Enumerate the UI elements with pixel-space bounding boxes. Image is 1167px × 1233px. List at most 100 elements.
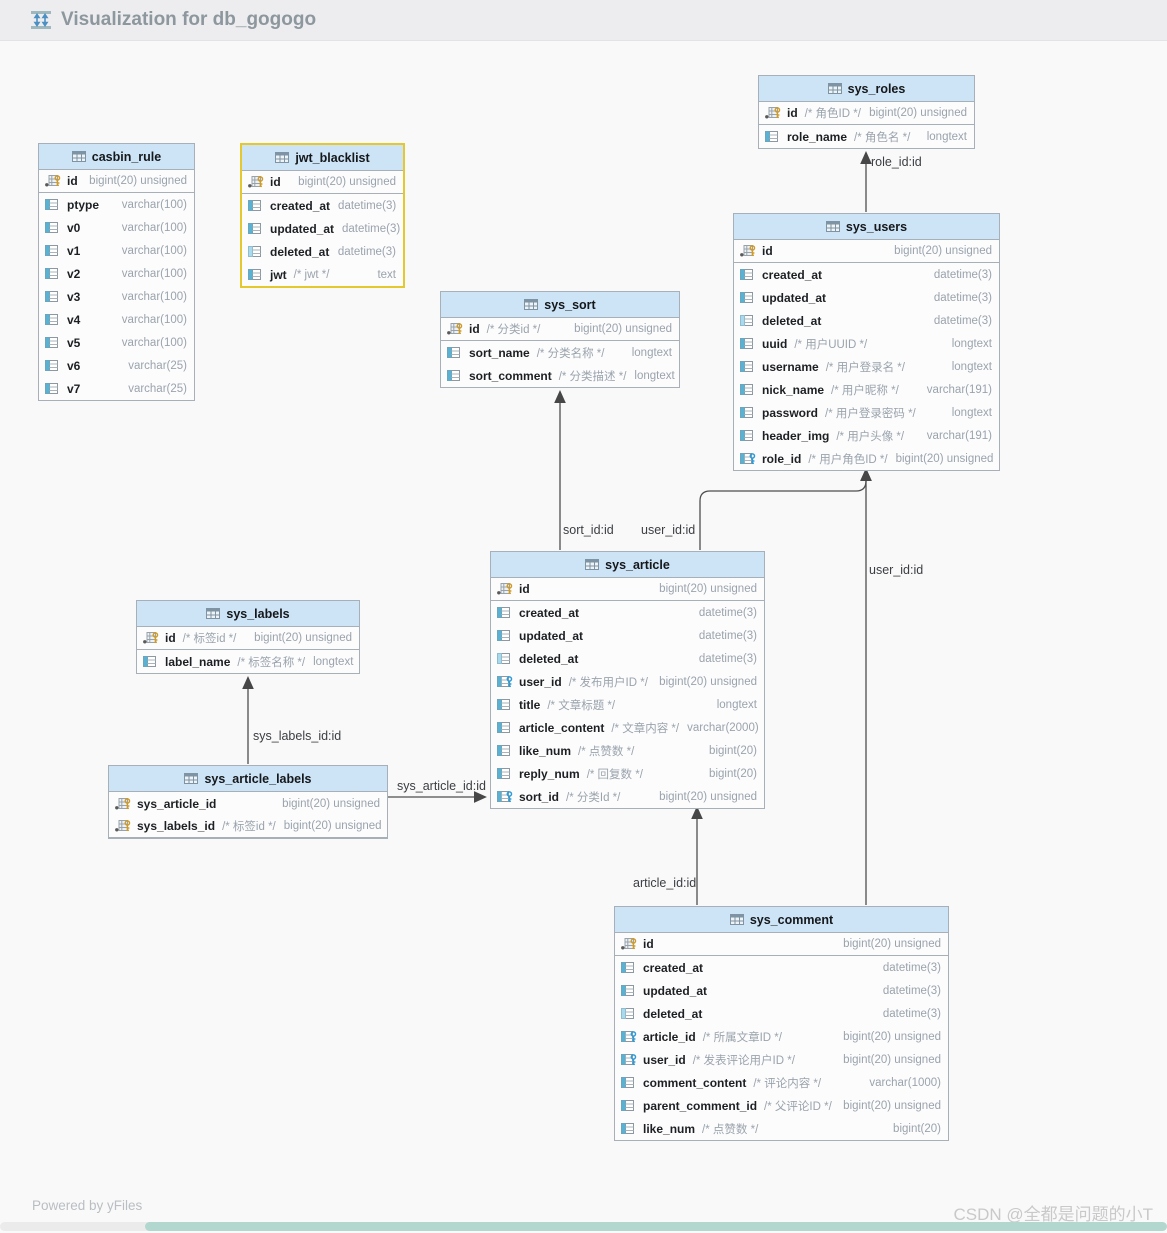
field-name: header_img — [762, 428, 830, 443]
field-comment: /* 文章内容 */ — [611, 722, 680, 735]
table-header[interactable]: sys_roles — [759, 76, 974, 102]
field-row-user_id[interactable]: user_id/* 发表评论用户ID */bigint(20) unsigned — [615, 1048, 948, 1071]
field-row-nick_name[interactable]: nick_name/* 用户昵称 */varchar(191) — [734, 378, 999, 401]
field-row-like_num[interactable]: like_num/* 点赞数 */bigint(20) — [491, 739, 764, 762]
field-row-comment_content[interactable]: comment_content/* 评论内容 */varchar(1000) — [615, 1071, 948, 1094]
horizontal-scrollbar-thumb[interactable] — [145, 1222, 1167, 1231]
table-name: sys_roles — [847, 81, 906, 96]
column-icon — [45, 291, 63, 302]
table-header[interactable]: sys_users — [734, 214, 999, 240]
field-row-uuid[interactable]: uuid/* 用户UUID */longtext — [734, 332, 999, 355]
field-name: username — [762, 359, 819, 374]
primary-key-icon — [497, 583, 515, 595]
field-row-reply_num[interactable]: reply_num/* 回复数 */bigint(20) — [491, 762, 764, 785]
field-row-like_num[interactable]: like_num/* 点赞数 */bigint(20) — [615, 1117, 948, 1140]
table-name: sys_labels — [226, 606, 290, 621]
field-type: varchar(100) — [121, 290, 187, 303]
field-row-parent_comment_id[interactable]: parent_comment_id/* 父评论ID */bigint(20) u… — [615, 1094, 948, 1117]
field-row-article_content[interactable]: article_content/* 文章内容 */varchar(2000) — [491, 716, 764, 739]
field-type: bigint(20) — [893, 1122, 941, 1135]
field-type: bigint(20) unsigned — [843, 1053, 941, 1066]
field-row-article_id[interactable]: article_id/* 所属文章ID */bigint(20) unsigne… — [615, 1025, 948, 1048]
field-row-header_img[interactable]: header_img/* 用户头像 */varchar(191) — [734, 424, 999, 447]
table-header[interactable]: casbin_rule — [39, 144, 194, 170]
field-type: varchar(25) — [128, 359, 187, 372]
field-type: bigint(20) unsigned — [659, 790, 757, 803]
field-name: like_num — [643, 1121, 696, 1136]
field-row-title[interactable]: title/* 文章标题 */longtext — [491, 693, 764, 716]
field-comment: /* 点赞数 */ — [578, 745, 635, 758]
table-name: jwt_blacklist — [295, 150, 370, 165]
table-header[interactable]: sys_comment — [615, 907, 948, 933]
table-header[interactable]: sys_labels — [137, 601, 359, 627]
field-row-id[interactable]: id/* 分类id */bigint(20) unsigned — [441, 318, 679, 341]
field-row-label_name[interactable]: label_name/* 标签名称 */longtext — [137, 650, 359, 673]
field-row-role_name[interactable]: role_name/* 角色名 */longtext — [759, 125, 974, 148]
table-name: sys_sort — [544, 297, 596, 312]
field-row-sys_labels_id[interactable]: sys_labels_id/* 标签id */bigint(20) unsign… — [109, 815, 387, 838]
field-type: longtext — [951, 406, 992, 419]
table-header[interactable]: sys_article_labels — [109, 766, 387, 792]
table-sys_roles[interactable]: sys_roles id/* 角色ID */bigint(20) unsigned… — [758, 75, 975, 149]
table-header[interactable]: sys_sort — [441, 292, 679, 318]
table-header[interactable]: sys_article — [491, 552, 764, 578]
field-comment: /* jwt */ — [293, 268, 330, 281]
watermark-label: CSDN @全都是问题的小T — [953, 1205, 1153, 1224]
field-type: datetime(3) — [342, 222, 401, 235]
field-type: longtext — [926, 130, 967, 143]
field-row-id[interactable]: id/* 角色ID */bigint(20) unsigned — [759, 102, 974, 125]
field-row-id[interactable]: id/* 标签id */bigint(20) unsigned — [137, 627, 359, 650]
table-sys_labels[interactable]: sys_labels id/* 标签id */bigint(20) unsigne… — [136, 600, 360, 674]
field-name: id — [165, 631, 176, 645]
field-type: varchar(100) — [121, 267, 187, 280]
field-row-role_id[interactable]: role_id/* 用户角色ID */bigint(20) unsigned — [734, 447, 999, 470]
field-row-sort_id[interactable]: sort_id/* 分类Id */bigint(20) unsigned — [491, 785, 764, 808]
column-icon — [740, 292, 758, 303]
field-row-username[interactable]: username/* 用户登录名 */longtext — [734, 355, 999, 378]
field-row-sort_name[interactable]: sort_name/* 分类名称 */longtext — [441, 341, 679, 364]
field-type: bigint(20) unsigned — [894, 245, 992, 257]
table-header[interactable]: jwt_blacklist — [242, 145, 403, 171]
field-row-sort_comment[interactable]: sort_comment/* 分类描述 */longtext — [441, 364, 679, 387]
column-icon — [621, 1100, 639, 1111]
field-name: created_at — [643, 960, 704, 975]
field-row-user_id[interactable]: user_id/* 发布用户ID */bigint(20) unsigned — [491, 670, 764, 693]
field-row-password[interactable]: password/* 用户登录密码 */longtext — [734, 401, 999, 424]
field-row-jwt[interactable]: jwt/* jwt */text — [242, 263, 403, 286]
